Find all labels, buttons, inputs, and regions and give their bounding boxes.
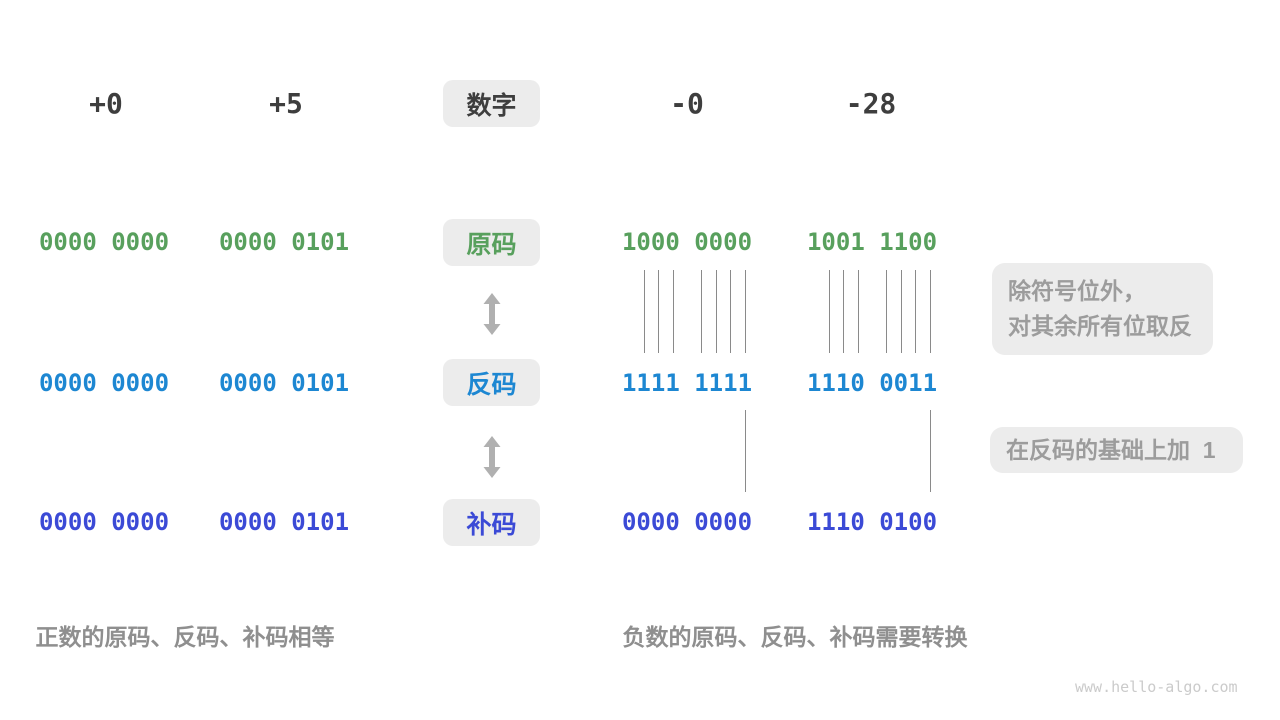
binary-ones-complement-plus0: 0000 0000 [38,369,170,397]
bit-flip-line [829,270,830,353]
binary-sign-magnitude-minus28: 1001 1100 [806,228,938,256]
bit-flip-line [901,270,902,353]
binary-sign-magnitude-plus0: 0000 0000 [38,228,170,256]
header-number-minus-28: -28 [845,87,897,120]
bit-flip-line [716,270,717,353]
double-arrow-icon [483,436,501,478]
bit-flip-line [745,270,746,353]
binary-ones-complement-plus5: 0000 0101 [218,369,350,397]
pill-number-label: 数字 [443,80,540,127]
bit-flip-line [644,270,645,353]
binary-twos-complement-plus0: 0000 0000 [38,508,170,536]
binary-twos-complement-minus0: 0000 0000 [621,508,753,536]
bit-flip-line [858,270,859,353]
bit-flip-line [730,270,731,353]
bit-flip-line [843,270,844,353]
add-one-line [930,410,931,492]
binary-twos-complement-minus28: 1110 0100 [806,508,938,536]
pill-twos-complement-label: 补码 [443,499,540,546]
header-number-minus-0: -0 [670,87,704,120]
header-number-plus-0: +0 [89,87,123,120]
note-add-one: 在反码的基础上加 1 [990,427,1243,473]
binary-ones-complement-minus28: 1110 0011 [806,369,938,397]
bit-flip-line [658,270,659,353]
watermark-url: www.hello-algo.com [1075,678,1238,696]
note-invert-bits: 除符号位外， 对其余所有位取反 [992,263,1213,355]
bit-flip-line [886,270,887,353]
pill-ones-complement-label: 反码 [443,359,540,406]
header-number-plus-5: +5 [269,87,303,120]
binary-sign-magnitude-minus0: 1000 0000 [621,228,753,256]
bit-flip-line [915,270,916,353]
bit-flip-line [701,270,702,353]
note-add-one-text: 在反码的基础上加 1 [1006,436,1216,463]
bit-flip-line [930,270,931,353]
caption-positive-numbers: 正数的原码、反码、补码相等 [35,624,335,650]
caption-negative-numbers: 负数的原码、反码、补码需要转换 [622,624,968,650]
note-invert-bits-text: 除符号位外， 对其余所有位取反 [1008,278,1192,339]
binary-sign-magnitude-plus5: 0000 0101 [218,228,350,256]
pill-sign-magnitude-label: 原码 [443,219,540,266]
binary-twos-complement-plus5: 0000 0101 [218,508,350,536]
add-one-line [745,410,746,492]
binary-ones-complement-minus0: 1111 1111 [621,369,753,397]
double-arrow-icon [483,293,501,335]
bit-flip-line [673,270,674,353]
